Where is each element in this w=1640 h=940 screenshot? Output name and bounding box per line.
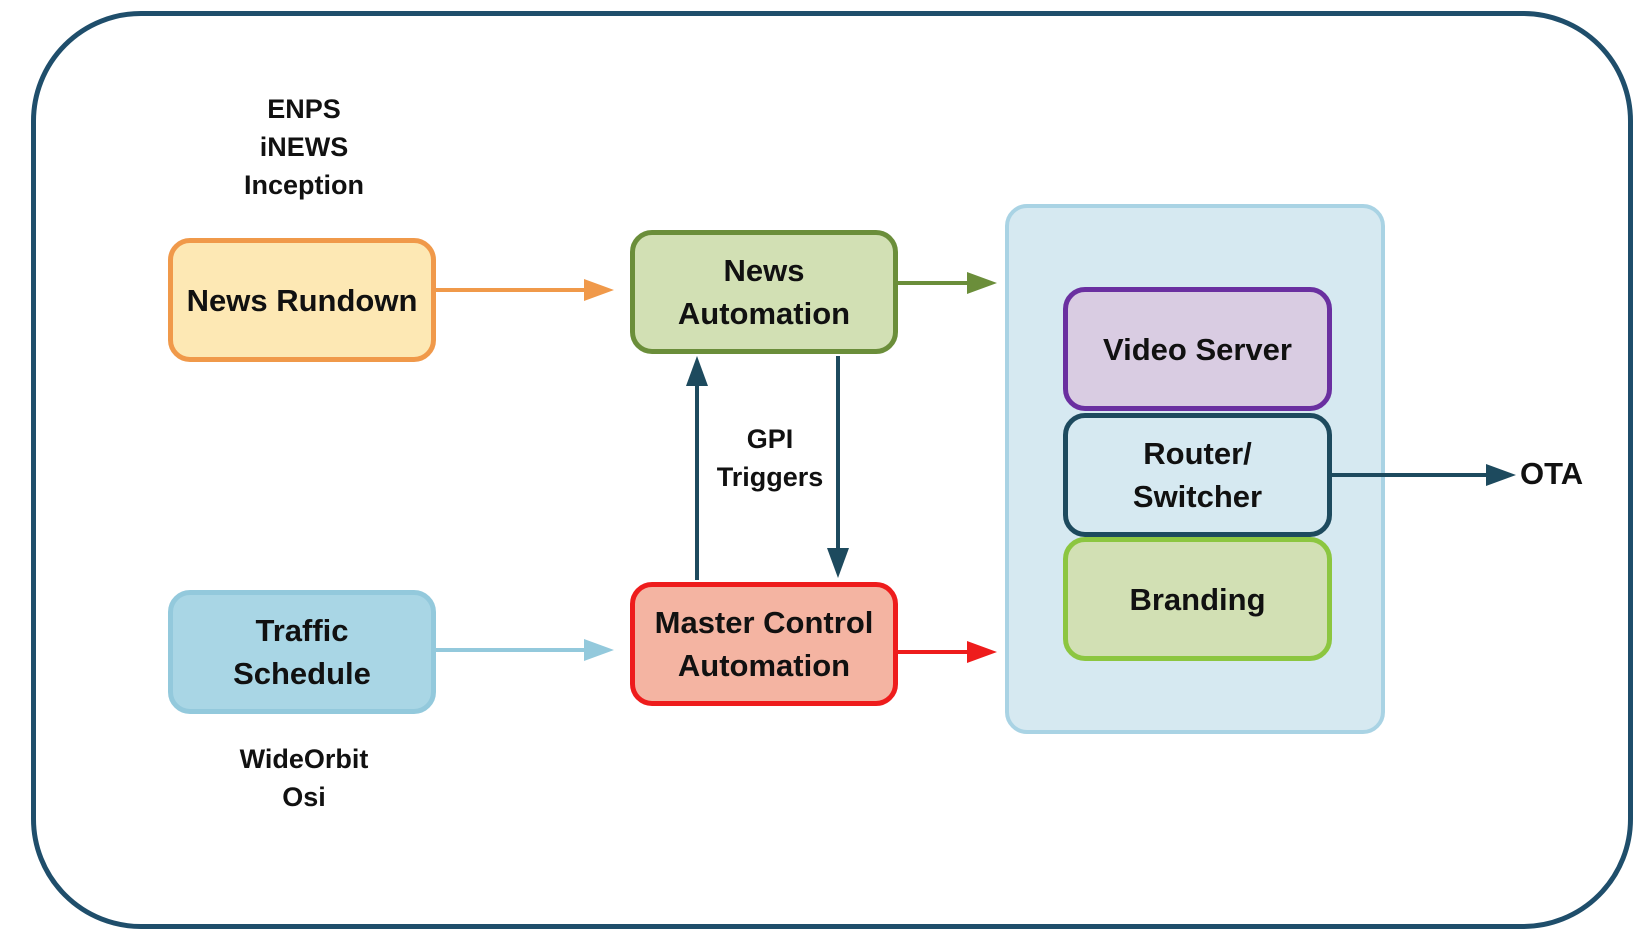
master-control-automation-box: Master Control Automation [630,582,898,706]
video-server-box: Video Server [1063,287,1332,411]
ota-label: OTA [1520,456,1584,491]
traffic-schedule-to-master-control-arrow [436,639,614,661]
arrowhead-icon [967,641,997,663]
arrowhead-icon [584,279,614,301]
news-sources-label: ENPS iNEWS Inception [244,94,364,200]
traffic-sources-label: WideOrbit Osi [239,744,369,812]
master-control-to-news-automation-gpi-arrow [686,356,708,580]
router-switcher-box: Router/ Switcher [1063,413,1332,537]
master-control-to-playout-arrow [898,641,997,663]
diagram-frame [31,11,1633,929]
news-automation-to-playout-arrow [898,272,997,294]
news-rundown-to-news-automation-arrow [436,279,614,301]
news-rundown-box: News Rundown [168,238,436,362]
gpi-triggers-label: GPI Triggers [716,424,824,492]
arrowhead-icon [967,272,997,294]
arrowhead-icon [584,639,614,661]
branding-box: Branding [1063,537,1332,661]
router-switcher-to-ota-arrow [1332,464,1516,486]
news-automation-to-master-control-gpi-arrow [827,356,849,578]
arrowhead-icon [686,356,708,386]
arrowhead-icon [1486,464,1516,486]
news-automation-box: News Automation [630,230,898,354]
arrowhead-icon [827,548,849,578]
traffic-schedule-box: Traffic Schedule [168,590,436,714]
